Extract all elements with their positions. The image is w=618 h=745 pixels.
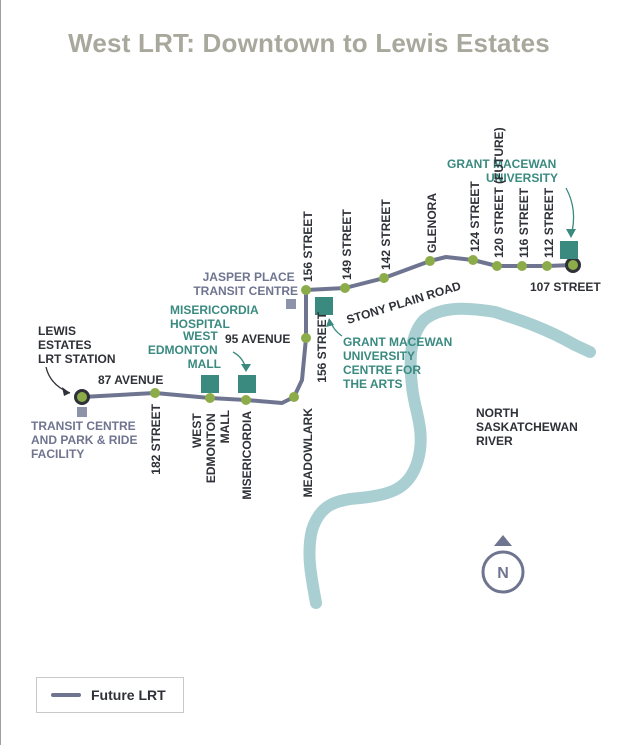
page-border <box>0 0 1 745</box>
stop-glenora <box>425 256 435 266</box>
arrow-lewis-estates <box>45 366 71 394</box>
misericordia-hospital-square <box>238 375 256 393</box>
label-149-street: 149 STREET <box>340 209 354 280</box>
arrowhead-lewis <box>62 387 70 396</box>
macewan-university-square <box>560 241 578 259</box>
arrowhead-macewan-arts <box>326 318 334 327</box>
label-87-avenue: 87 AVENUE <box>98 373 163 387</box>
label-156-street-south: 156 STREET <box>315 311 329 382</box>
label-120-street: 120 STREET (FUTURE) <box>492 127 506 258</box>
stop-124-street <box>468 255 478 265</box>
label-jasper-place: JASPER PLACE TRANSIT CENTRE <box>193 270 298 298</box>
stop-156-street-north <box>301 285 311 295</box>
north-arrow-pointer <box>494 535 512 546</box>
north-arrow: N <box>481 535 525 594</box>
label-meadowlark: MEADOWLARK <box>301 408 315 498</box>
stop-west-edmonton-mall <box>205 393 215 403</box>
label-glenora: GLENORA <box>425 193 439 253</box>
label-west-edmonton-mall-dest: WEST EDMONTON MALL <box>148 329 221 371</box>
label-macewan-arts: GRANT MACEWAN UNIVERSITY CENTRE FOR THE … <box>343 335 456 391</box>
arrow-heads <box>62 229 576 396</box>
arrowhead-misericordia <box>241 364 251 372</box>
west-edmonton-mall-square <box>201 375 219 393</box>
stop-misericordia <box>241 395 251 405</box>
macewan-arts-square <box>315 297 333 315</box>
transit-centre-square <box>77 407 87 417</box>
label-river: NORTH SASKATCHEWAN RIVER <box>476 406 581 448</box>
label-stony-plain-road: STONY PLAIN ROAD <box>345 279 463 327</box>
north-arrow-ring <box>481 550 525 594</box>
map-legend: Future LRT <box>36 677 184 713</box>
arrowhead-macewan-university <box>566 229 576 238</box>
label-124-street: 124 STREET <box>468 181 482 252</box>
label-transit-centre: TRANSIT CENTRE AND PARK & RIDE FACILITY <box>31 419 141 461</box>
north-saskatchewan-river <box>303 302 596 609</box>
label-112-street: 112 STREET <box>542 187 556 258</box>
terminal-lewis-estates <box>74 389 90 405</box>
label-142-street: 142 STREET <box>379 199 393 270</box>
stop-156-street-south <box>301 333 311 343</box>
label-misericordia-stop: MISERICORDIA <box>240 411 254 500</box>
legend-label: Future LRT <box>91 687 166 703</box>
stop-149-street <box>340 283 350 293</box>
terminal-107-street <box>565 257 581 273</box>
map-title: West LRT: Downtown to Lewis Estates <box>68 28 550 58</box>
label-lewis-estates: LEWIS ESTATES LRT STATION <box>38 324 116 366</box>
north-arrow-label: N <box>497 565 509 582</box>
label-west-edmonton-mall-stop: WEST EDMONTON MALL <box>190 410 232 483</box>
legend-line-swatch <box>51 693 81 697</box>
label-misericordia-hospital: MISERICORDIA HOSPITAL <box>170 303 262 331</box>
stop-182-street <box>150 388 160 398</box>
label-182-street: 182 STREET <box>149 403 163 474</box>
stop-116-street <box>517 261 527 271</box>
jasper-place-square <box>286 299 296 309</box>
stop-112-street <box>542 261 552 271</box>
stop-142-street <box>379 273 389 283</box>
arrow-macewan-university <box>565 187 575 237</box>
stop-meadowlark <box>289 392 299 402</box>
stop-120-street <box>492 261 502 271</box>
label-116-street: 116 STREET <box>517 187 531 258</box>
label-95-avenue: 95 AVENUE <box>225 332 290 346</box>
label-156-street-north: 156 STREET <box>301 211 315 282</box>
label-107-street: 107 STREET <box>530 280 601 294</box>
label-macewan-university: GRANT MACEWAN UNIVERSITY <box>447 157 560 185</box>
